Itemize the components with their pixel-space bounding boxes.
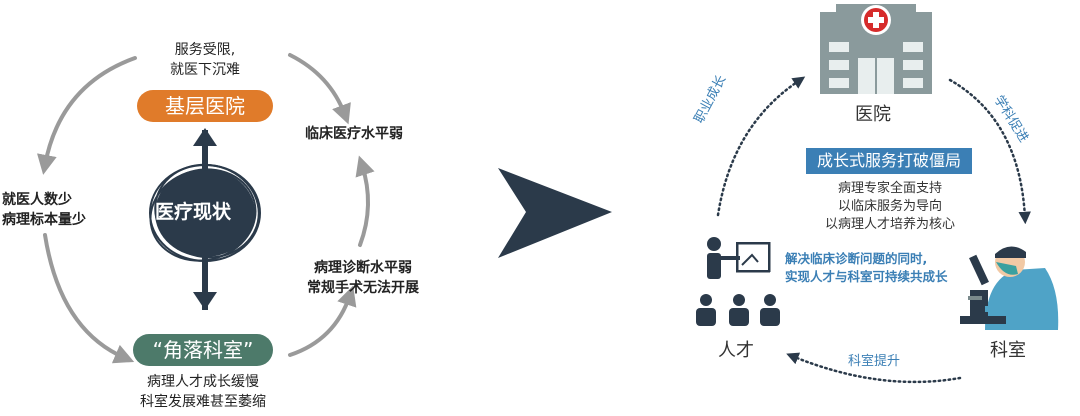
left-cycle-arrows xyxy=(37,53,375,364)
pathology-weak-text: 病理诊断水平弱 常规手术无法开展 xyxy=(298,258,428,298)
bottom-text-line-1: 病理人才成长缓慢 xyxy=(147,374,259,390)
talent-icon xyxy=(696,237,780,326)
talent-label: 人才 xyxy=(718,340,754,361)
bottom-text: 病理人才成长缓慢 科室发展难甚至萎缩 xyxy=(128,372,278,412)
arrow-dept-to-talent xyxy=(786,352,962,384)
support-line-2: 以临床服务为导向 xyxy=(837,199,942,214)
top-text: 服务受限, 就医下沉难 xyxy=(150,40,260,80)
hospital-icon xyxy=(820,4,932,94)
highlight-line-2: 实现人才与科室可持续共成长 xyxy=(785,269,948,284)
support-text: 病理专家全面支持 以临床服务为导向 以病理人才培养为核心 xyxy=(800,180,980,234)
clinical-weak-text: 临床医疗水平弱 xyxy=(305,126,403,142)
pathology-weak-line-1: 病理诊断水平弱 xyxy=(314,260,412,276)
corner-department-badge: “角落科室” xyxy=(133,334,273,366)
right-cycle-arrows xyxy=(716,76,1031,384)
arrow-bottom-right xyxy=(288,285,357,357)
department-improvement-label: 科室提升 xyxy=(848,354,901,369)
transition-arrow xyxy=(498,168,612,258)
primary-hospital-badge: 基层医院 xyxy=(137,90,273,122)
top-text-line-1: 服务受限, xyxy=(174,42,236,58)
arrow-top-right xyxy=(288,53,351,125)
highlight-line-1: 解决临床诊断问题的同时, xyxy=(785,251,928,266)
hospital-label: 医院 xyxy=(855,104,891,125)
arrow-left-bottom xyxy=(43,233,135,364)
growth-service-banner: 成长式服务打破僵局 xyxy=(806,148,972,174)
arrow-right-middle xyxy=(355,155,375,247)
arrow-talent-to-hospital xyxy=(716,76,806,217)
department-label: 科室 xyxy=(990,340,1026,361)
top-text-line-2: 就医下沉难 xyxy=(170,62,240,78)
arrow-top-left xyxy=(37,56,137,175)
support-line-3: 以病理人才培养为核心 xyxy=(824,217,955,232)
arrow-hospital-to-dept xyxy=(948,78,1031,225)
left-text: 就医人数少 病理标本量少 xyxy=(2,190,86,230)
left-text-line-1: 就医人数少 xyxy=(2,192,72,208)
bottom-text-line-2: 科室发展难甚至萎缩 xyxy=(140,394,266,410)
department-icon xyxy=(960,246,1059,330)
medical-status-label: 医疗现状 xyxy=(155,201,232,223)
highlight-text: 解决临床诊断问题的同时, 实现人才与科室可持续共成长 xyxy=(785,250,948,286)
pathology-weak-line-2: 常规手术无法开展 xyxy=(307,280,419,296)
left-text-line-2: 病理标本量少 xyxy=(2,212,86,228)
center-status-graphic xyxy=(149,128,261,310)
support-line-1: 病理专家全面支持 xyxy=(837,181,942,196)
